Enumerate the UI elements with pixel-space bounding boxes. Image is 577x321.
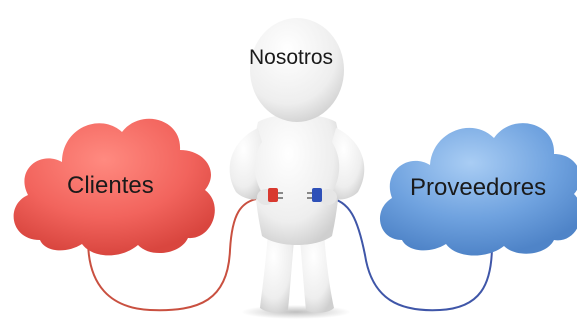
person-figure [229, 18, 365, 313]
clientes-cloud [13, 118, 215, 256]
blue-cable [327, 197, 493, 312]
red-plug [268, 188, 283, 202]
nosotros-label: Nosotros [249, 46, 334, 69]
proveedores-cloud [380, 123, 577, 256]
clientes-label: Clientes [67, 172, 154, 199]
red-cable [87, 197, 263, 312]
proveedores-label: Proveedores [410, 174, 547, 201]
blue-plug [307, 188, 322, 202]
figure-shadow [241, 305, 351, 319]
